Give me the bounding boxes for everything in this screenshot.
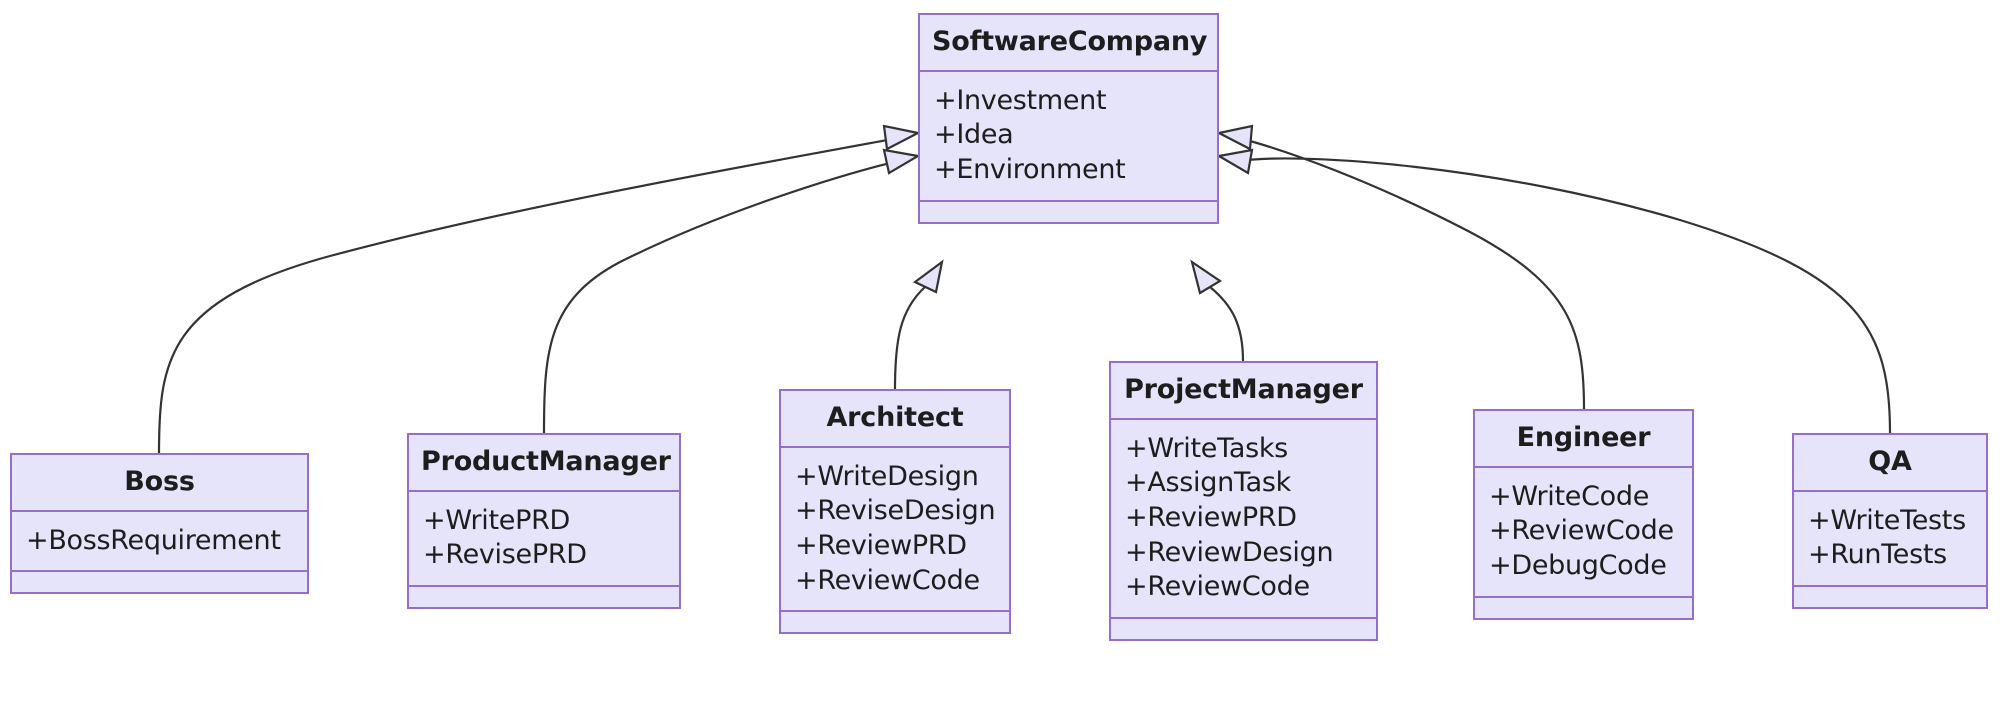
attribute-row: +WriteDesign [795,460,979,492]
class-box-engineer[interactable]: Engineer +WriteCode +ReviewCode +DebugCo… [1473,409,1694,620]
class-box-architect[interactable]: Architect +WriteDesign +ReviseDesign +Re… [779,389,1011,635]
class-methods-softwarecompany [920,202,1217,222]
edge-projectmanager-to-softwarecompany [1190,259,1245,362]
class-box-qa[interactable]: QA +WriteTests +RunTests [1792,433,1988,609]
class-attributes-engineer: +WriteCode +ReviewCode +DebugCode [1475,468,1692,598]
attribute-row: +Environment [934,153,1126,185]
class-box-boss[interactable]: Boss +BossRequirement [10,453,309,595]
attribute-row: +WriteTests [1808,504,1966,536]
attribute-row: +ReviseDesign [795,495,996,527]
class-title-engineer: Engineer [1475,411,1692,468]
class-box-softwarecompany[interactable]: SoftwareCompany +Investment +Idea +Envir… [918,13,1219,224]
class-title-qa: QA [1794,435,1986,492]
class-title-architect: Architect [781,391,1009,448]
class-box-productmanager[interactable]: ProductManager +WritePRD +RevisePRD [407,433,681,609]
class-attributes-productmanager: +WritePRD +RevisePRD [409,492,679,587]
class-attributes-boss: +BossRequirement [12,512,307,573]
attribute-row: +AssignTask [1125,467,1291,499]
attribute-row: +RevisePRD [423,539,587,571]
attribute-row: +ReviewPRD [1125,501,1297,533]
attribute-row: +DebugCode [1489,549,1667,581]
class-methods-productmanager [409,587,679,607]
attribute-row: +ReviewPRD [795,529,967,561]
class-attributes-softwarecompany: +Investment +Idea +Environment [920,72,1217,202]
attribute-row: +RunTests [1808,539,1947,571]
class-attributes-projectmanager: +WriteTasks +AssignTask +ReviewPRD +Revi… [1111,420,1376,619]
class-title-productmanager: ProductManager [409,435,679,492]
class-methods-engineer [1475,598,1692,618]
attribute-row: +BossRequirement [26,524,281,556]
class-methods-boss [12,572,307,592]
attribute-row: +Idea [934,119,1014,151]
attribute-row: +ReviewDesign [1125,536,1334,568]
class-methods-architect [781,612,1009,632]
class-title-softwarecompany: SoftwareCompany [920,15,1217,72]
class-title-projectmanager: ProjectManager [1111,363,1376,420]
attribute-row: +ReviewCode [1125,571,1310,603]
class-methods-projectmanager [1111,619,1376,639]
edge-architect-to-softwarecompany [893,259,944,390]
class-box-projectmanager[interactable]: ProjectManager +WriteTasks +AssignTask +… [1109,361,1378,641]
attribute-row: +Investment [934,84,1107,116]
attribute-row: +ReviewCode [795,564,980,596]
class-title-boss: Boss [12,455,307,512]
attribute-row: +WriteCode [1489,480,1650,512]
class-attributes-qa: +WriteTests +RunTests [1794,492,1986,587]
class-attributes-architect: +WriteDesign +ReviseDesign +ReviewPRD +R… [781,448,1009,613]
class-methods-qa [1794,587,1986,607]
attribute-row: +WritePRD [423,504,571,536]
attribute-row: +WriteTasks [1125,432,1288,464]
attribute-row: +ReviewCode [1489,515,1674,547]
